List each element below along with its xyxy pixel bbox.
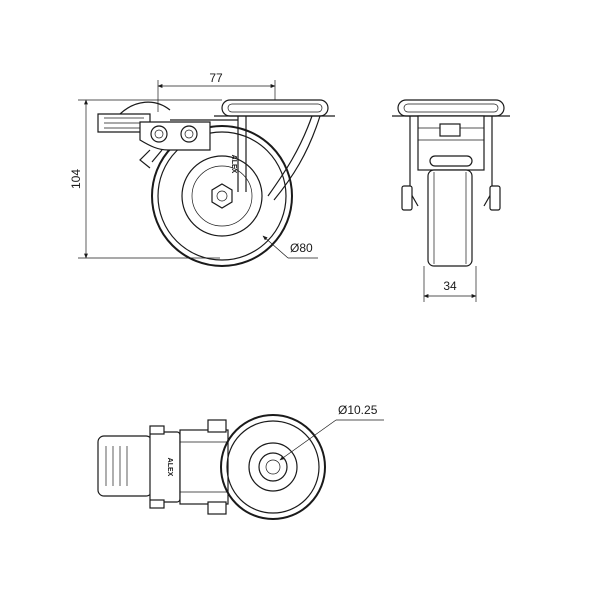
bottom-logo: ALEX <box>166 458 173 477</box>
dim-wheel-diameter: Ø80 <box>262 235 318 259</box>
dim-10-25-label: Ø10.25 <box>338 403 378 417</box>
front-wheel <box>427 169 473 267</box>
dim-width-top: 77 <box>157 71 276 112</box>
dim-bolt-hole: Ø10.25 <box>279 403 384 461</box>
dim-wheel-width: 34 <box>423 266 477 302</box>
front-fork <box>401 115 501 211</box>
top-plate <box>214 99 335 117</box>
dim-104-label: 104 <box>69 169 83 189</box>
bottom-wheel <box>220 414 326 520</box>
dim-80-label: Ø80 <box>290 241 313 255</box>
front-top-plate <box>392 99 510 117</box>
dim-77-label: 77 <box>209 71 223 85</box>
brake-lever <box>97 101 211 169</box>
dim-height: 104 <box>69 99 222 259</box>
side-logo: ALEX <box>230 155 237 174</box>
bottom-fork <box>149 419 229 515</box>
bottom-brake-pedal <box>97 435 153 497</box>
bottom-view: ALEX Ø10.25 <box>97 403 384 520</box>
dim-34-label: 34 <box>443 279 457 293</box>
front-view: 34 <box>392 99 510 302</box>
side-wheel <box>151 125 293 267</box>
side-view: ALEX 77 104 Ø80 <box>69 71 335 267</box>
